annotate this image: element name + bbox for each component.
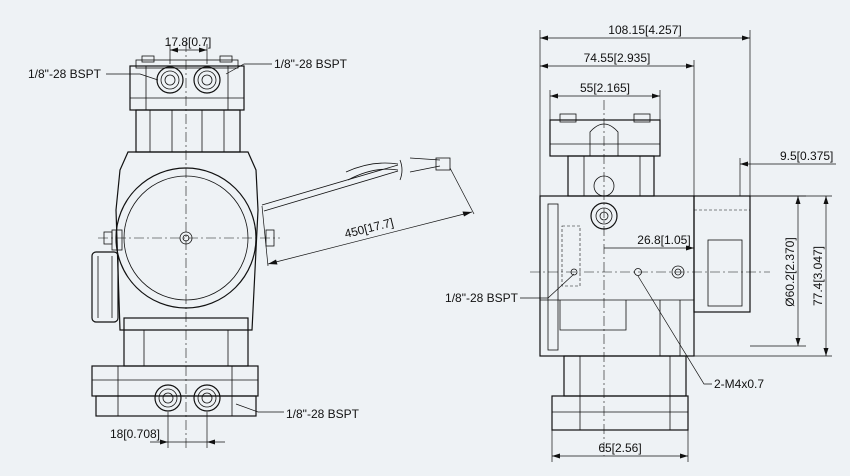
side-main-body bbox=[539, 195, 695, 357]
top-right-port-label: 1/8"-28 BSPT bbox=[274, 57, 348, 71]
top-port-spacing-label: 17.8[0.7] bbox=[165, 35, 212, 49]
base-width-label: 65[2.56] bbox=[598, 441, 641, 455]
dim-overall-width: 108.15[4.257] bbox=[539, 23, 751, 196]
motor-disk bbox=[115, 167, 257, 309]
top-left-port bbox=[156, 66, 184, 94]
dim-bottom-port-spacing: 18[0.708] bbox=[110, 412, 225, 448]
dim-mount-hole-offset: 26.8[1.05] bbox=[604, 233, 694, 251]
callout-side-port: 1/8"-28 BSPT bbox=[445, 273, 575, 305]
bottom-head-block bbox=[91, 365, 259, 417]
dim-body-height: 77.4[3.047] bbox=[694, 195, 832, 357]
mount-holes-label: 2-M4x0.7 bbox=[714, 377, 764, 391]
motor-diameter-label: Ø60.2[2.370] bbox=[783, 237, 797, 306]
callout-top-right-port: 1/8"-28 BSPT bbox=[225, 57, 348, 75]
dim-width-2: 74.55[2.935] bbox=[540, 51, 695, 196]
dim-head-width: 55[2.165] bbox=[549, 81, 661, 120]
callout-bottom-port: 1/8"-28 BSPT bbox=[235, 403, 360, 421]
side-top-head bbox=[549, 113, 661, 157]
side-motor-can bbox=[693, 195, 751, 313]
bottom-port-label: 1/8"-28 BSPT bbox=[286, 407, 360, 421]
dim-cable-length: 450[17.7] bbox=[261, 167, 475, 267]
bottom-left-port bbox=[154, 384, 182, 412]
cable-length-label: 450[17.7] bbox=[343, 215, 395, 241]
mount-hole-offset-label: 26.8[1.05] bbox=[637, 233, 690, 247]
side-port-label: 1/8"-28 BSPT bbox=[445, 291, 519, 305]
crank-housing bbox=[91, 151, 275, 331]
bottom-right-port bbox=[193, 384, 221, 412]
side-view: 108.15[4.257] 74.55[2.935] 55[2.165] 9.5… bbox=[445, 23, 836, 462]
callout-mount-holes: 2-M4x0.7 bbox=[637, 275, 764, 391]
dim-motor-offset: 9.5[0.375] bbox=[739, 149, 836, 196]
bottom-port-spacing-label: 18[0.708] bbox=[110, 427, 160, 441]
body-height-label: 77.4[3.047] bbox=[811, 246, 825, 306]
callout-top-left-port: 1/8"-28 BSPT bbox=[28, 67, 159, 81]
dim-base-width: 65[2.56] bbox=[551, 430, 689, 462]
head-width-label: 55[2.165] bbox=[580, 81, 630, 95]
top-head-block bbox=[129, 55, 245, 111]
motor-offset-label: 9.5[0.375] bbox=[780, 149, 833, 163]
dim-top-port-spacing: 17.8[0.7] bbox=[165, 35, 212, 64]
width-2-label: 74.55[2.935] bbox=[584, 51, 651, 65]
front-view: 17.8[0.7] 1/8"-28 BSPT 1/8"-28 BSPT 1/8"… bbox=[28, 35, 475, 450]
cylinder-section bbox=[135, 109, 241, 153]
top-left-port-label: 1/8"-28 BSPT bbox=[28, 67, 102, 81]
overall-width-label: 108.15[4.257] bbox=[608, 23, 681, 37]
dim-motor-diameter: Ø60.2[2.370] bbox=[750, 195, 806, 347]
side-cylinder bbox=[567, 155, 655, 197]
top-right-port bbox=[193, 66, 221, 94]
side-lower-section bbox=[551, 355, 689, 431]
power-cable bbox=[261, 157, 451, 212]
